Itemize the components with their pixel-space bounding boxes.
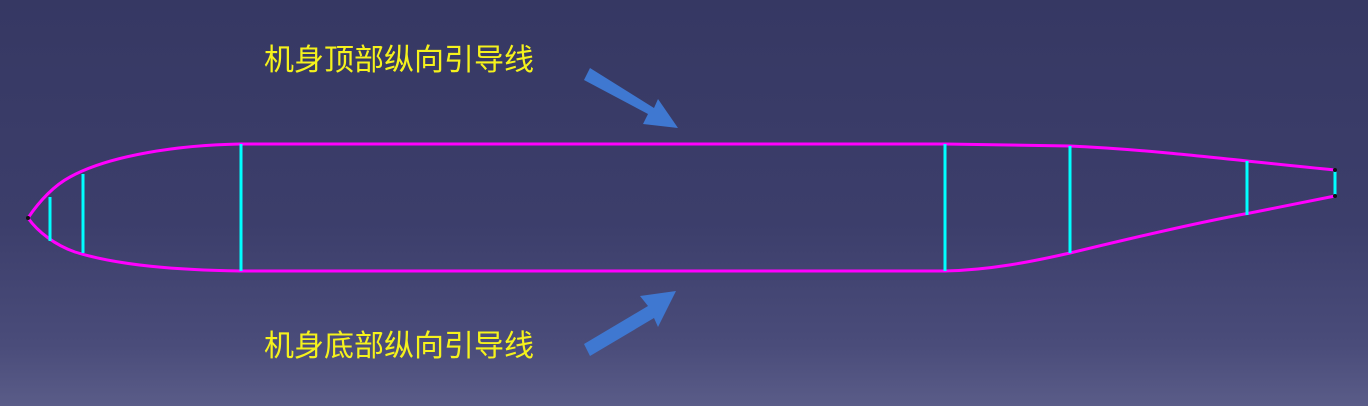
nose-point <box>26 216 30 220</box>
top-guide-arrow <box>584 68 678 128</box>
bottom-guide-arrow <box>584 291 676 356</box>
tail-point-top <box>1333 168 1337 172</box>
tail-point-bottom <box>1333 194 1337 198</box>
bottom-guide-label: 机身底部纵向引导线 <box>264 329 534 364</box>
top-guide-label: 机身顶部纵向引导线 <box>264 43 534 78</box>
fuselage-top-guide-curve <box>26 142 1336 219</box>
fuselage-bottom-guide-curve <box>26 194 1336 273</box>
